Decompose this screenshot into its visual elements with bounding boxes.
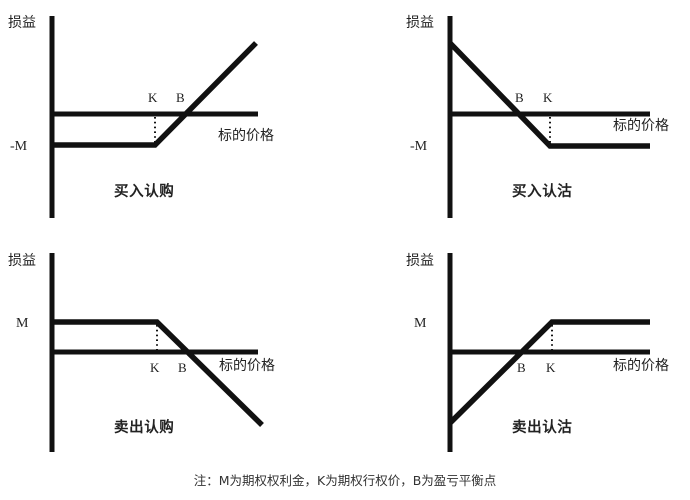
strike-point-label: K <box>546 360 556 375</box>
x-axis-label: 标的价格 <box>219 358 275 374</box>
payoff-curve <box>448 41 650 149</box>
panel-sell-call: 损益 M K B 标的价格 卖出认购 <box>8 253 275 452</box>
x-axis-label: 标的价格 <box>613 118 669 134</box>
panel-buy-call: 损益 -M K B 标的价格 买入认购 <box>8 15 274 218</box>
panel-title: 买入认购 <box>114 182 174 200</box>
breakeven-point-label: B <box>176 90 185 105</box>
payoff-curve <box>52 41 258 148</box>
breakeven-point-label: B <box>517 360 526 375</box>
premium-value-label: -M <box>410 139 428 154</box>
x-axis-label: 标的价格 <box>218 128 274 144</box>
payoff-curve <box>448 319 650 425</box>
panel-buy-put: 损益 -M B K 标的价格 买入认沽 <box>406 15 669 218</box>
x-axis-label: 标的价格 <box>613 358 669 374</box>
panel-sell-put: 损益 M B K 标的价格 卖出认沽 <box>406 253 669 452</box>
premium-value-label: M <box>414 316 427 331</box>
y-axis-label: 损益 <box>406 15 434 31</box>
y-axis-label: 损益 <box>8 15 36 31</box>
payoff-curve <box>52 319 264 427</box>
breakeven-point-label: B <box>515 90 524 105</box>
strike-point-label: K <box>543 90 553 105</box>
y-axis-label: 损益 <box>8 253 36 269</box>
strike-point-label: K <box>150 360 160 375</box>
panel-title: 卖出认沽 <box>512 418 572 436</box>
panel-title: 买入认沽 <box>512 182 572 200</box>
premium-value-label: M <box>16 316 29 331</box>
premium-value-label: -M <box>10 139 28 154</box>
strike-point-label: K <box>148 90 158 105</box>
panel-title: 卖出认购 <box>114 418 174 436</box>
breakeven-point-label: B <box>178 360 187 375</box>
figure-footnote: 注：M为期权权利金，K为期权行权价，B为盈亏平衡点 <box>194 473 497 488</box>
y-axis-label: 损益 <box>406 253 434 269</box>
